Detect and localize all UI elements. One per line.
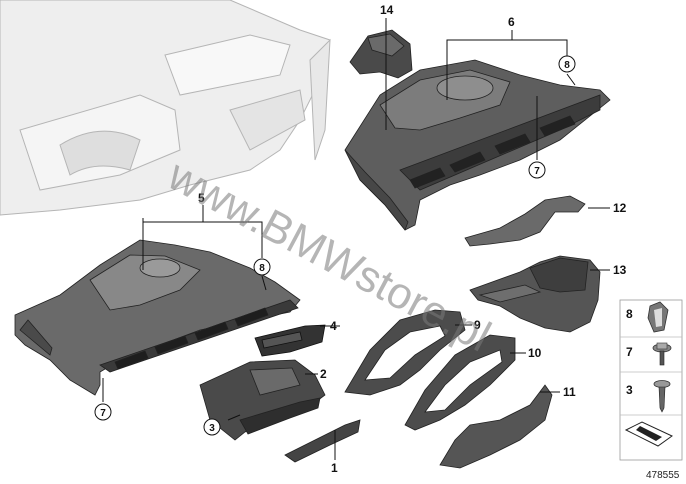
part-1-strip xyxy=(284,419,361,463)
legend-7: 7 xyxy=(626,345,633,359)
callout-numbers: 14 6 5 12 13 4 2 1 9 10 11 xyxy=(198,3,627,475)
doc-number: 478555 xyxy=(646,470,680,481)
screw-nut-icon xyxy=(652,342,672,366)
legend-panel: 8 7 3 xyxy=(619,299,683,461)
part-5-housing xyxy=(14,239,301,396)
part-12-trim xyxy=(464,195,586,247)
part-4-switch xyxy=(254,324,326,357)
part-10-frame xyxy=(404,334,516,431)
circled-7-lower: 7 xyxy=(100,408,106,419)
circled-8-lower: 8 xyxy=(259,263,265,274)
callout-5: 5 xyxy=(198,191,205,205)
callout-13: 13 xyxy=(613,263,627,277)
circled-3: 3 xyxy=(209,423,215,434)
dashboard-outline xyxy=(0,0,331,216)
callout-6: 6 xyxy=(508,15,515,29)
part-9-frame xyxy=(344,309,466,396)
part-14-bracket xyxy=(349,29,413,79)
callout-14: 14 xyxy=(380,3,394,17)
part-2-glovebox xyxy=(199,359,326,441)
circled-callouts: 8 7 8 7 3 xyxy=(94,55,576,436)
circled-7-upper: 7 xyxy=(534,166,540,177)
part-13-cover xyxy=(469,255,601,333)
leader-lines xyxy=(102,18,610,460)
callout-2: 2 xyxy=(320,367,327,381)
callout-11: 11 xyxy=(563,385,576,399)
arrow-box-icon xyxy=(624,421,673,447)
callout-12: 12 xyxy=(613,201,627,215)
callout-1: 1 xyxy=(331,461,338,475)
legend-8: 8 xyxy=(626,307,633,321)
callout-4: 4 xyxy=(330,319,337,333)
callout-9: 9 xyxy=(474,318,481,332)
screw-icon xyxy=(653,380,671,413)
legend-3: 3 xyxy=(626,383,633,397)
clip-icon xyxy=(647,301,669,333)
part-6-housing xyxy=(344,59,611,231)
circled-8-upper: 8 xyxy=(564,60,570,71)
callout-10: 10 xyxy=(528,346,542,360)
part-11-trim xyxy=(439,384,553,469)
